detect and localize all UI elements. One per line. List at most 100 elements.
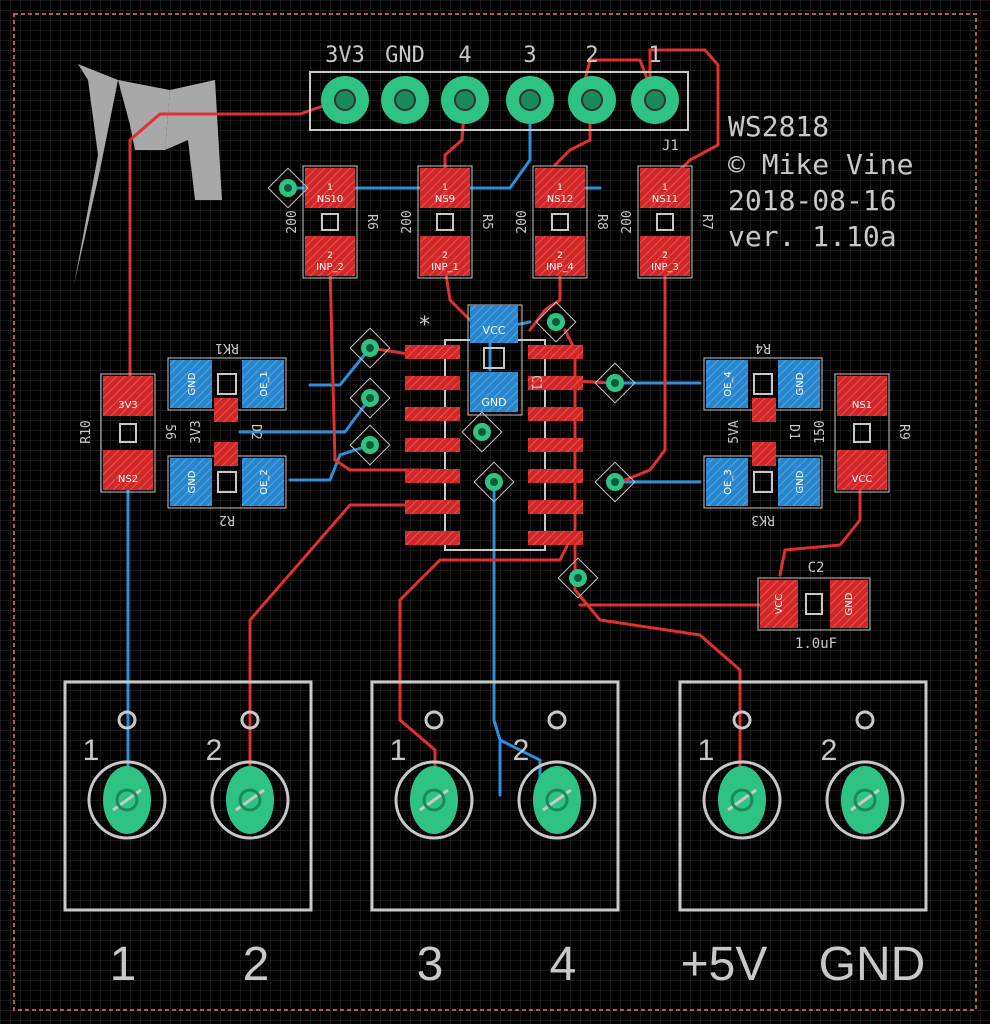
ic-pad-right[interactable] [528,500,583,514]
svg-text:1: 1 [662,183,668,193]
rk-ref: RK1 [215,340,238,355]
resistor-value: 200 [620,210,635,233]
via[interactable] [535,301,577,343]
m-logo-icon [74,64,222,285]
c1-pin2-label: GND [481,396,506,409]
terminal-pin-number: 2 [513,734,530,767]
terminal-pin-number: 2 [821,734,838,767]
ic-pad-left[interactable] [405,531,460,545]
ic-pad-right[interactable] [528,407,583,421]
ic-pad-left[interactable] [405,500,460,514]
rk-pin2-label: GND [795,470,806,493]
diode-value: 5VA [727,420,742,444]
resistor-r2[interactable]: GND OE_2R2 [167,455,287,527]
ic-pad-right[interactable] [528,376,583,390]
rk-pin2-label: OE_1 [259,371,270,397]
diode-value: 3V3 [189,420,204,443]
ic-pad-right[interactable] [528,438,583,452]
via[interactable] [349,424,391,466]
via[interactable] [461,411,503,453]
board-info-text: WS2818 © Mike Vine 2018-08-16 ver. 1.10a… [662,110,913,253]
resistor-pin2-label: INP_1 [431,262,459,273]
ic-pad-right[interactable] [528,531,583,545]
ic-pad-right[interactable] [528,345,583,359]
c2-pin1-label: VCC [774,594,785,615]
header-pin-label: 3V3 [325,43,365,68]
terminal-label-2: 2 [243,938,270,991]
c2-value: 1.0uF [795,636,837,652]
header-pin-label: 3 [523,43,536,68]
rk-pin1-label: GND [187,470,198,493]
ic-pad-left[interactable] [405,376,460,390]
ic-pad-right[interactable] [528,469,583,483]
resistor-ref: R8 [594,214,609,230]
via[interactable] [267,167,309,209]
header-ref: J1 [662,138,679,154]
ic-pad-left[interactable] [405,438,460,452]
terminal-label-3: 3 [417,938,444,991]
side-resistor-pin2: VCC [852,474,873,485]
ic-pad-left[interactable] [405,345,460,359]
header-pin-6[interactable] [631,76,679,124]
header-pin-label: 1 [648,43,661,68]
side-resistor-value: 150 [813,420,828,443]
resistor-ref: R6 [364,214,379,230]
resistor-ref: R7 [699,214,714,230]
side-resistor-pin1: NS1 [852,400,872,411]
header-pin-5[interactable] [568,76,616,124]
terminal-label-5v: +5V [681,938,768,991]
header-pin-2[interactable] [381,76,429,124]
terminal-labels: 1 2 3 4 +5V GND [110,938,926,991]
rk-ref: R2 [219,512,235,527]
ic-pad-left[interactable] [405,407,460,421]
via[interactable] [594,461,636,503]
resistor-ref: R5 [479,214,494,230]
via[interactable] [473,461,515,503]
terminal-pin-number: 1 [83,734,100,767]
side-resistor-ref: R10 [79,420,94,443]
cap-c1[interactable]: VCC GND C1 [467,304,543,416]
c2-ref: C2 [808,560,825,576]
terminal-label-gnd: GND [819,938,926,991]
board-version: ver. 1.10a [728,220,897,253]
c1-pin1-label: VCC [483,324,506,337]
resistor-pin1-label: NS11 [652,194,679,205]
via[interactable] [349,327,391,369]
header-pin-1[interactable] [321,76,369,124]
diode-d2[interactable]: D2 3V3 [189,398,263,466]
header-pin-4[interactable] [506,76,554,124]
side-resistor-ref: R9 [896,424,911,440]
cap-c2[interactable]: VCC GND C2 1.0uF [757,560,871,652]
svg-text:2: 2 [557,251,563,261]
terminal-label-4: 4 [550,938,577,991]
via[interactable] [349,377,391,419]
diode-ref: D2 [248,424,263,440]
via[interactable] [557,557,599,599]
ic-pad-left[interactable] [405,469,460,483]
side-resistor-pin1: 3V3 [118,400,138,411]
resistor-value: 200 [285,210,300,233]
svg-text:1: 1 [327,183,333,193]
resistor-pin1-label: NS10 [317,194,344,205]
resistor-pin1-label: NS9 [435,194,455,205]
rk-pin2-label: OE_2 [259,469,270,495]
via[interactable] [594,362,636,404]
resistor-value: 200 [400,210,415,233]
resistor-pin1-label: NS12 [547,194,574,205]
svg-text:2: 2 [662,251,668,261]
header-pin-3[interactable] [441,76,489,124]
